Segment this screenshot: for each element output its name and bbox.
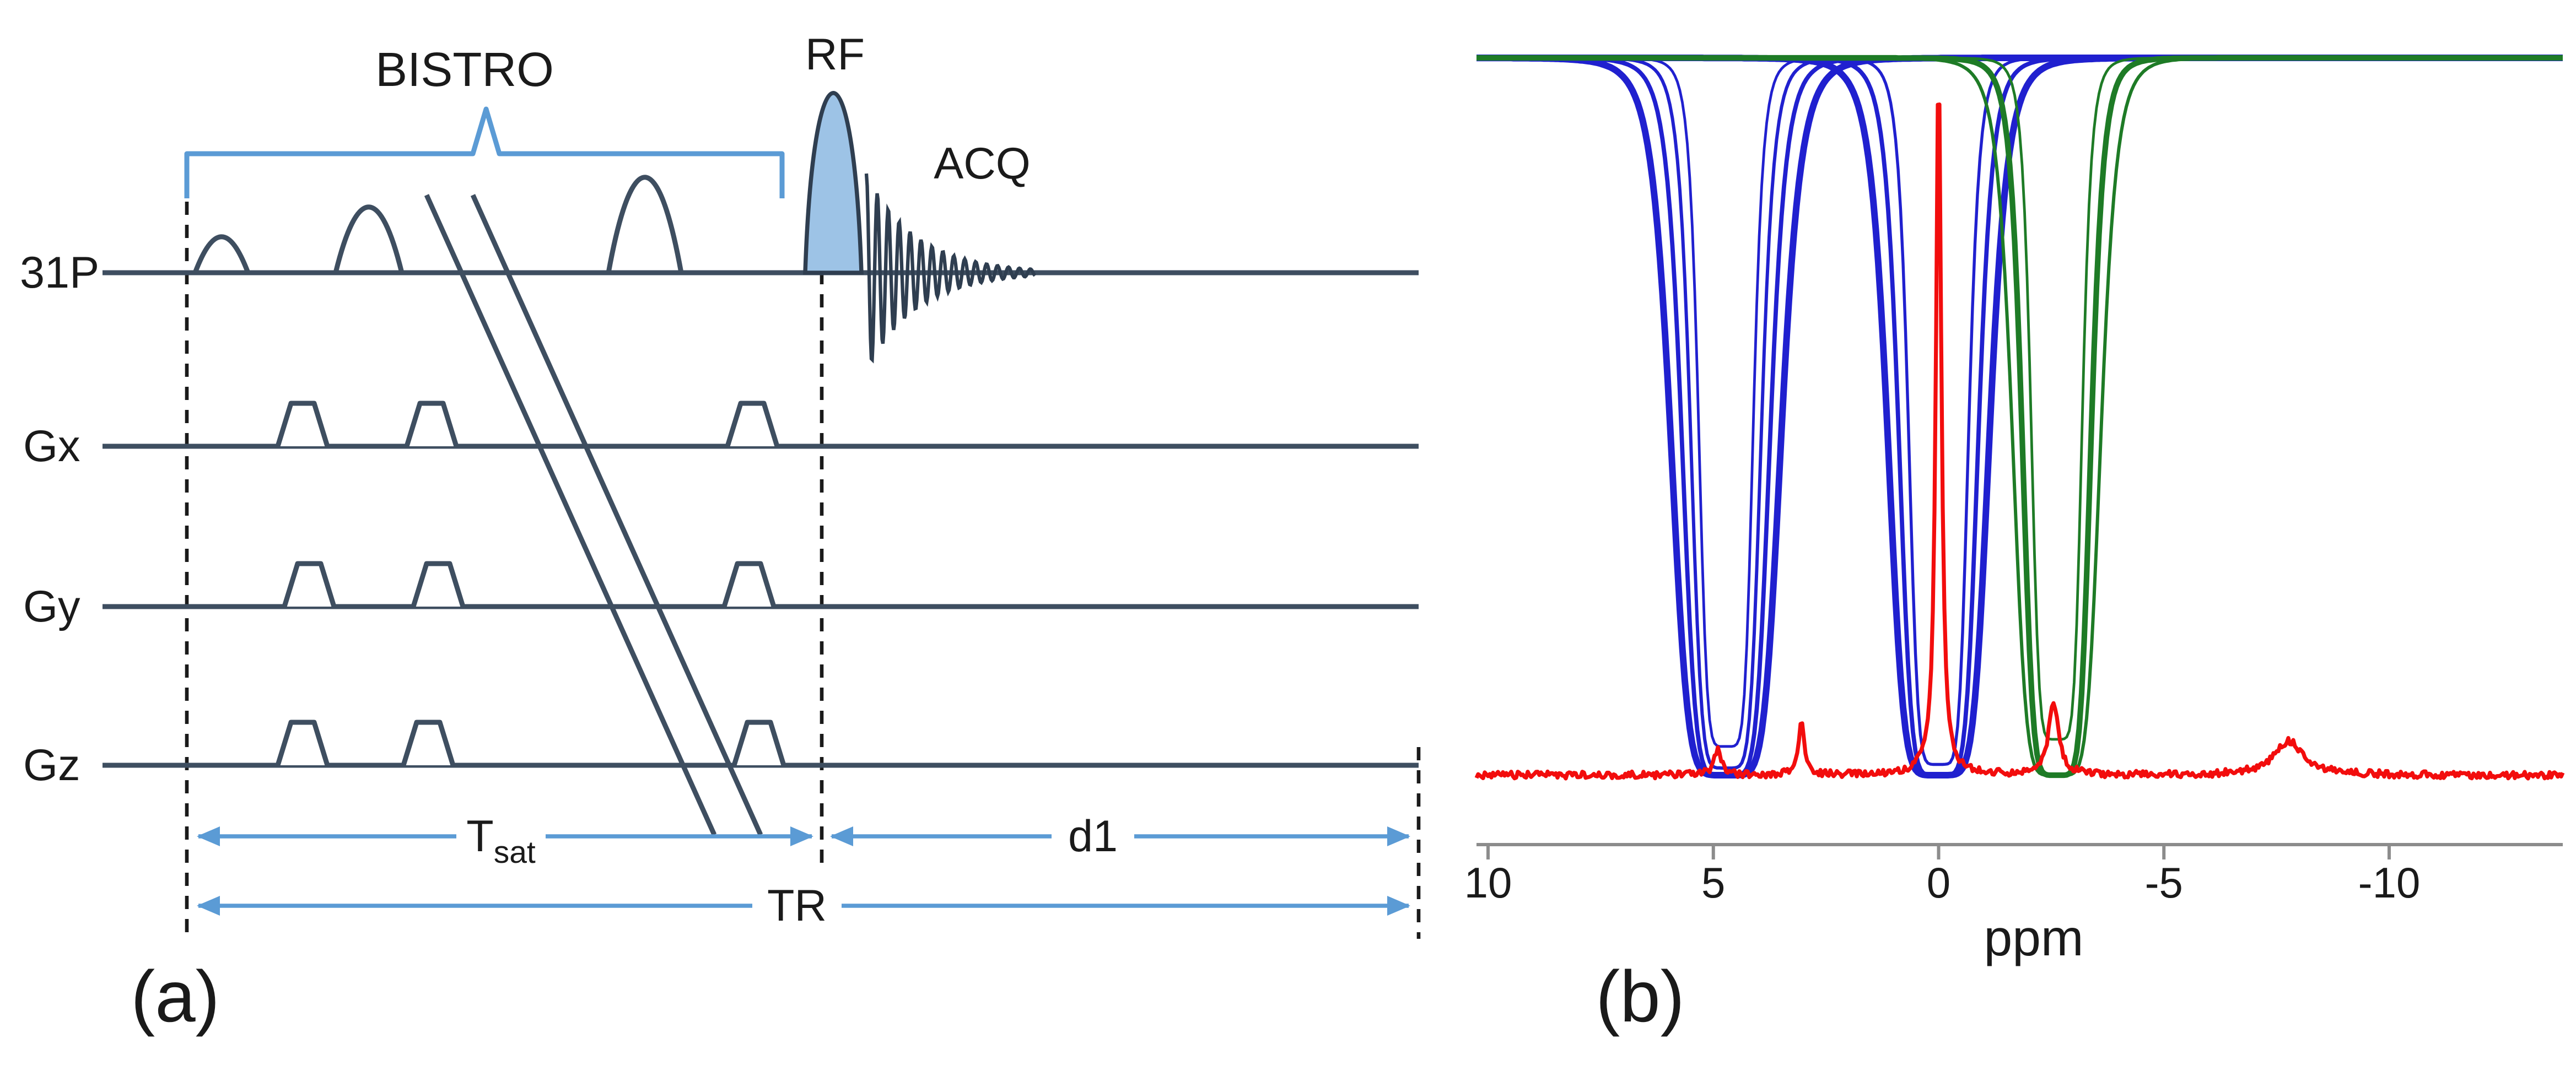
spectrum-plot <box>1474 55 2565 781</box>
gz-gradient-pulse <box>275 720 330 766</box>
bistro-pulse-1 <box>192 234 251 275</box>
gx-gradient-pulse <box>275 401 330 447</box>
x-axis-title: ppm <box>1984 909 2084 966</box>
bistro-pulse-2 <box>333 204 405 275</box>
panel-b-label: (b) <box>1596 956 1684 1037</box>
gz-gradient-pulse <box>401 720 456 766</box>
saturation-profile <box>1476 56 2563 741</box>
fid-trace <box>864 173 1037 364</box>
x-tick-label: -10 <box>2358 858 2421 907</box>
tr-label: TR <box>767 881 827 931</box>
time-break-mark <box>424 194 717 836</box>
bistro-bracket <box>184 106 785 198</box>
bistro-label: BISTRO <box>375 43 554 96</box>
tsat-label: Tsat <box>466 812 536 870</box>
x-tick-label: 10 <box>1464 858 1512 907</box>
channel-label-gx: Gx <box>23 421 80 471</box>
acq-fid-signal <box>864 173 1037 364</box>
x-tick-label: 0 <box>1927 858 1950 907</box>
gz-gradient-pulse <box>731 720 786 766</box>
x-tick-label: -5 <box>2145 858 2183 907</box>
gx-gradient-pulse <box>404 401 459 447</box>
spectrum-panel: 10 5 0 -5 -10 ppm (b) <box>1464 55 2565 1037</box>
gx-gradient-pulse <box>725 401 780 447</box>
gy-gradient-pulse <box>411 561 466 608</box>
acq-label: ACQ <box>934 139 1031 188</box>
spectrum-trace <box>1474 102 2565 781</box>
channel-label-31p: 31P <box>20 248 99 298</box>
channel-label-gz: Gz <box>23 740 80 790</box>
pulse-sequence-panel: 31P Gx Gy Gz BISTRO RF ACQ <box>20 30 1421 1037</box>
time-break-mark <box>470 194 763 836</box>
bistro-pulse-3 <box>606 175 684 275</box>
rf-excitation-pulse <box>803 91 864 275</box>
saturation-profile <box>1476 55 2563 778</box>
rf-label: RF <box>805 30 865 79</box>
d1-label: d1 <box>1068 812 1118 861</box>
gy-gradient-pulse <box>282 561 337 608</box>
x-axis: 10 5 0 -5 -10 <box>1464 843 2563 907</box>
channel-label-gy: Gy <box>23 582 80 631</box>
gy-gradient-pulse <box>721 561 777 608</box>
panel-a-label: (a) <box>131 956 219 1037</box>
x-tick-label: 5 <box>1701 858 1725 907</box>
